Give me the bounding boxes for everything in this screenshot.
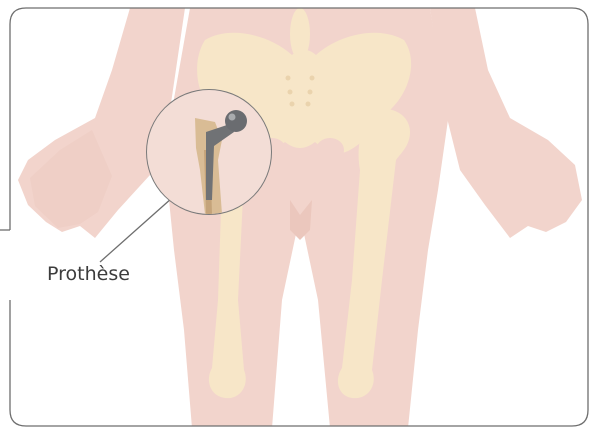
implant-ball <box>225 110 247 132</box>
implant-magnifier <box>147 90 271 214</box>
right-obturator <box>316 138 344 162</box>
right-arm <box>430 8 582 238</box>
callout-label: Prothèse <box>47 263 130 285</box>
